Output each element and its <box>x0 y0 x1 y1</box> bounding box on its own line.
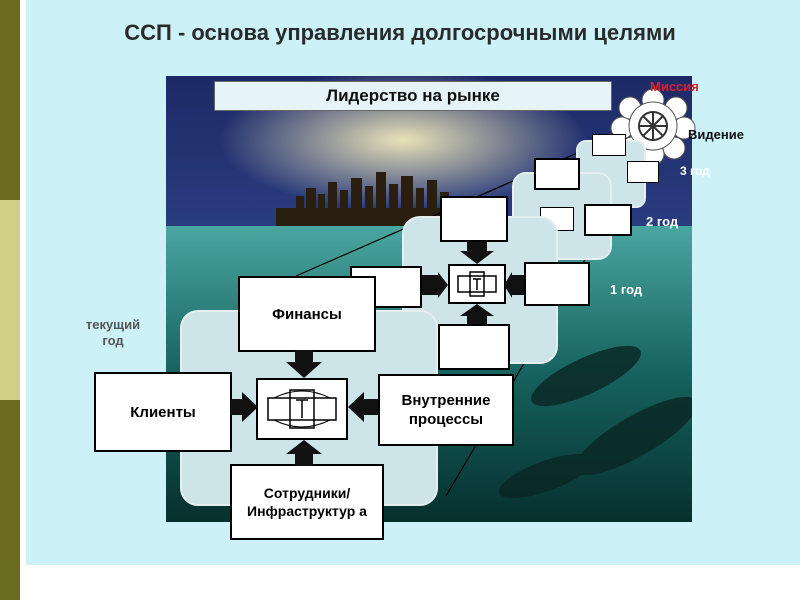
year-3-right-box <box>627 161 659 183</box>
finance-box: Финансы <box>238 276 376 352</box>
year-1-arrow-bottom-icon <box>460 304 494 324</box>
current-year-center-box <box>256 378 348 440</box>
year-2-label: 2 год <box>646 214 679 229</box>
year-1-top-box <box>440 196 508 242</box>
arrow-down-from-finance-icon <box>286 350 322 378</box>
year-1-center-box <box>448 264 506 304</box>
current-year-label: текущий год <box>85 317 141 348</box>
year-1-hub-icon <box>457 271 497 297</box>
stripe-dark-bottom <box>0 400 20 600</box>
year-2-top-box <box>534 158 580 190</box>
internal-processes-box: Внутренние процессы <box>378 374 514 446</box>
year-1-arrow-right-icon <box>504 272 524 298</box>
vision-label: Видение <box>688 127 744 142</box>
year-3-label: 3 год <box>680 164 710 178</box>
year-1-bottom-box <box>438 324 510 370</box>
clients-box: Клиенты <box>94 372 232 452</box>
year-3-top-box <box>592 134 626 156</box>
arrow-right-from-clients-icon <box>230 392 258 422</box>
stripe-dark-top <box>0 0 20 200</box>
year-1-arrow-left-icon <box>422 272 448 298</box>
market-leadership-banner: Лидерство на рынке <box>214 81 612 111</box>
staff-infrastructure-box: Сотрудники/ Инфраструктур а <box>230 464 384 540</box>
mission-label: Миссия <box>650 79 699 94</box>
year-1-label: 1 год <box>610 282 643 297</box>
arrow-left-from-processes-icon <box>348 392 378 422</box>
current-year-hub-icon <box>267 389 337 429</box>
year-2-right-box <box>584 204 632 236</box>
year-1-arrow-top-icon <box>460 242 494 264</box>
year-1-right-box <box>524 262 590 306</box>
arrow-up-from-staff-icon <box>286 440 322 466</box>
slide-title: ССП - основа управления долгосрочными це… <box>124 20 676 45</box>
stripe-light <box>0 200 20 400</box>
